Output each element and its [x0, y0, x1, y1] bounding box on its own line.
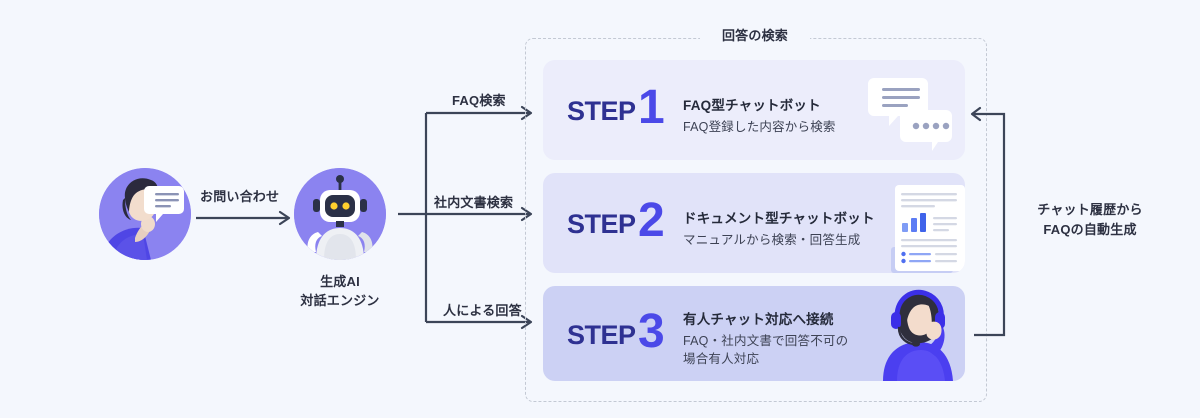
step-title-3: 有人チャット対応へ接続	[683, 312, 834, 327]
feedback-loop-arrow	[970, 106, 1006, 337]
branch-label-2: 社内文書検索	[434, 195, 514, 210]
inquiry-arrow-label: お問い合わせ	[200, 189, 280, 204]
inquiry-arrow	[196, 210, 291, 226]
group-title-backdrop	[700, 25, 810, 41]
step-subtitle-2: マニュアルから検索・回答生成	[683, 233, 861, 247]
robot-avatar-illustration	[294, 168, 386, 260]
branch-label-3: 人による回答	[443, 303, 522, 318]
group-title: 回答の検索	[721, 28, 788, 43]
step-number-3: 3	[638, 305, 665, 358]
headset-agent-icon	[883, 289, 953, 381]
branch-label-1: FAQ検索	[452, 93, 506, 108]
step-number-2: 2	[638, 194, 665, 247]
step-number-1: 1	[638, 81, 665, 134]
user-avatar-illustration	[99, 168, 191, 260]
step-title-2: ドキュメント型チャットボット	[683, 211, 875, 226]
step-word-2: STEP	[567, 209, 636, 239]
chat-bubbles-icon	[868, 78, 952, 151]
step-word-1: STEP	[567, 96, 636, 126]
step-title-1: FAQ型チャットボット	[683, 98, 821, 113]
step-word-3: STEP	[567, 320, 636, 350]
ai-engine-label: 生成AI 対話エンジン	[300, 274, 380, 308]
ai-engine-avatar	[294, 168, 386, 260]
feedback-loop-label: チャット履歴から FAQの自動生成	[1037, 202, 1143, 237]
user-avatar	[99, 168, 191, 260]
step-subtitle-3: FAQ・社内文書で回答不可の 場合有人対応	[683, 334, 849, 367]
document-report-icon	[891, 185, 965, 273]
step-card-1[interactable]: STEP 1 FAQ型チャットボット FAQ登録した内容から検索	[543, 60, 965, 160]
step-card-3[interactable]: STEP 3 有人チャット対応へ接続 FAQ・社内文書で回答不可の 場合有人対応	[543, 286, 965, 381]
step-subtitle-1: FAQ登録した内容から検索	[683, 120, 836, 134]
step-card-2[interactable]: STEP 2 ドキュメント型チャットボット マニュアルから検索・回答生成	[543, 173, 965, 273]
